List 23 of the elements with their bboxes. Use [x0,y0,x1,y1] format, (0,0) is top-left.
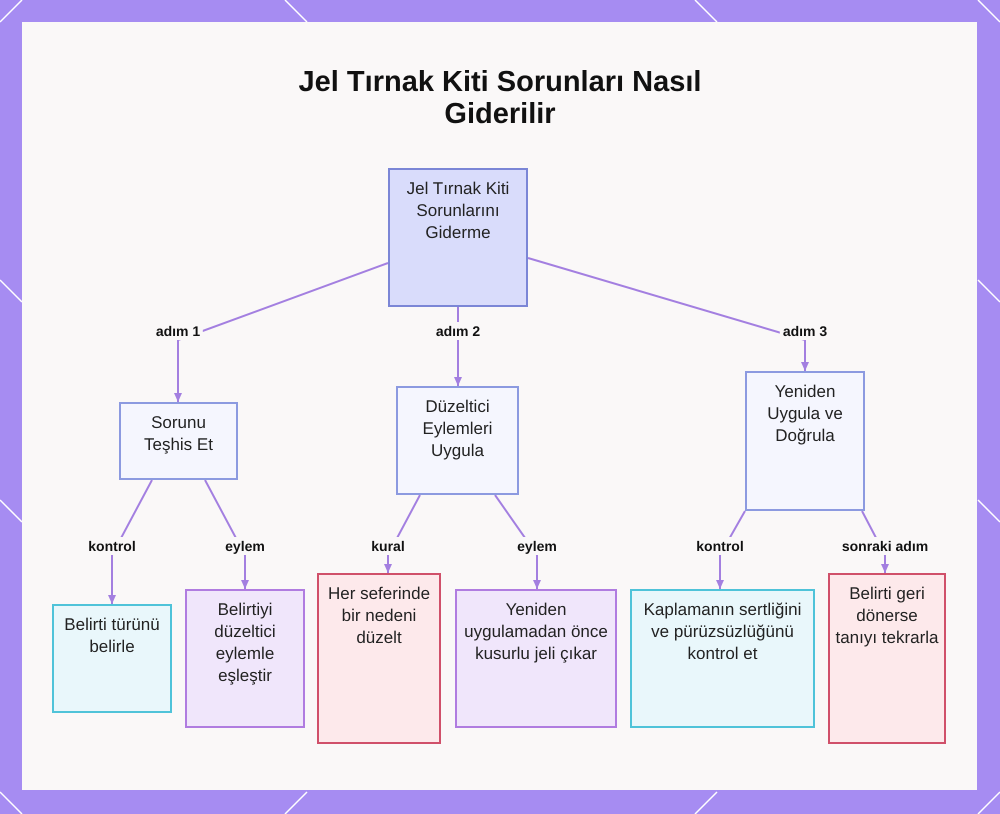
process-box [396,386,519,495]
process-box [119,402,238,480]
diagram-title: Jel Tırnak Kiti Sorunları Nasıl Giderilir [298,66,702,130]
node-text: Yeniden uygulamadan önce kusurlu jeli çıkar [463,599,609,665]
node-text: Belirti türünü belirle [63,614,161,658]
connector-arrow [174,262,388,402]
node-text: Her seferinde bir nedeni düzelt [326,583,432,649]
node-text: Düzeltici Eylemleri Uygula [422,396,494,462]
process-box [52,604,172,713]
node-text: Kaplamanın sertliğini ve pürüzsüzlüğünü kontrol et [642,599,802,665]
node-text: Sorunu Teşhis Et [143,412,214,456]
process-box [317,573,441,744]
node-text: Jel Tırnak Kiti Sorunlarını Giderme [406,178,510,244]
connector-arrow [528,257,809,371]
node-text: Yeniden Uygula ve Doğrula [766,381,844,447]
process-box [455,589,617,728]
process-box [745,371,865,511]
root-box [388,168,528,307]
process-box [185,589,305,728]
process-box [828,573,946,744]
node-text: Belirtiyi düzeltici eylemle eşleştir [213,599,277,687]
node-text: Belirti geri dönerse tanıyı tekrarla [834,583,940,649]
process-box [630,589,815,728]
